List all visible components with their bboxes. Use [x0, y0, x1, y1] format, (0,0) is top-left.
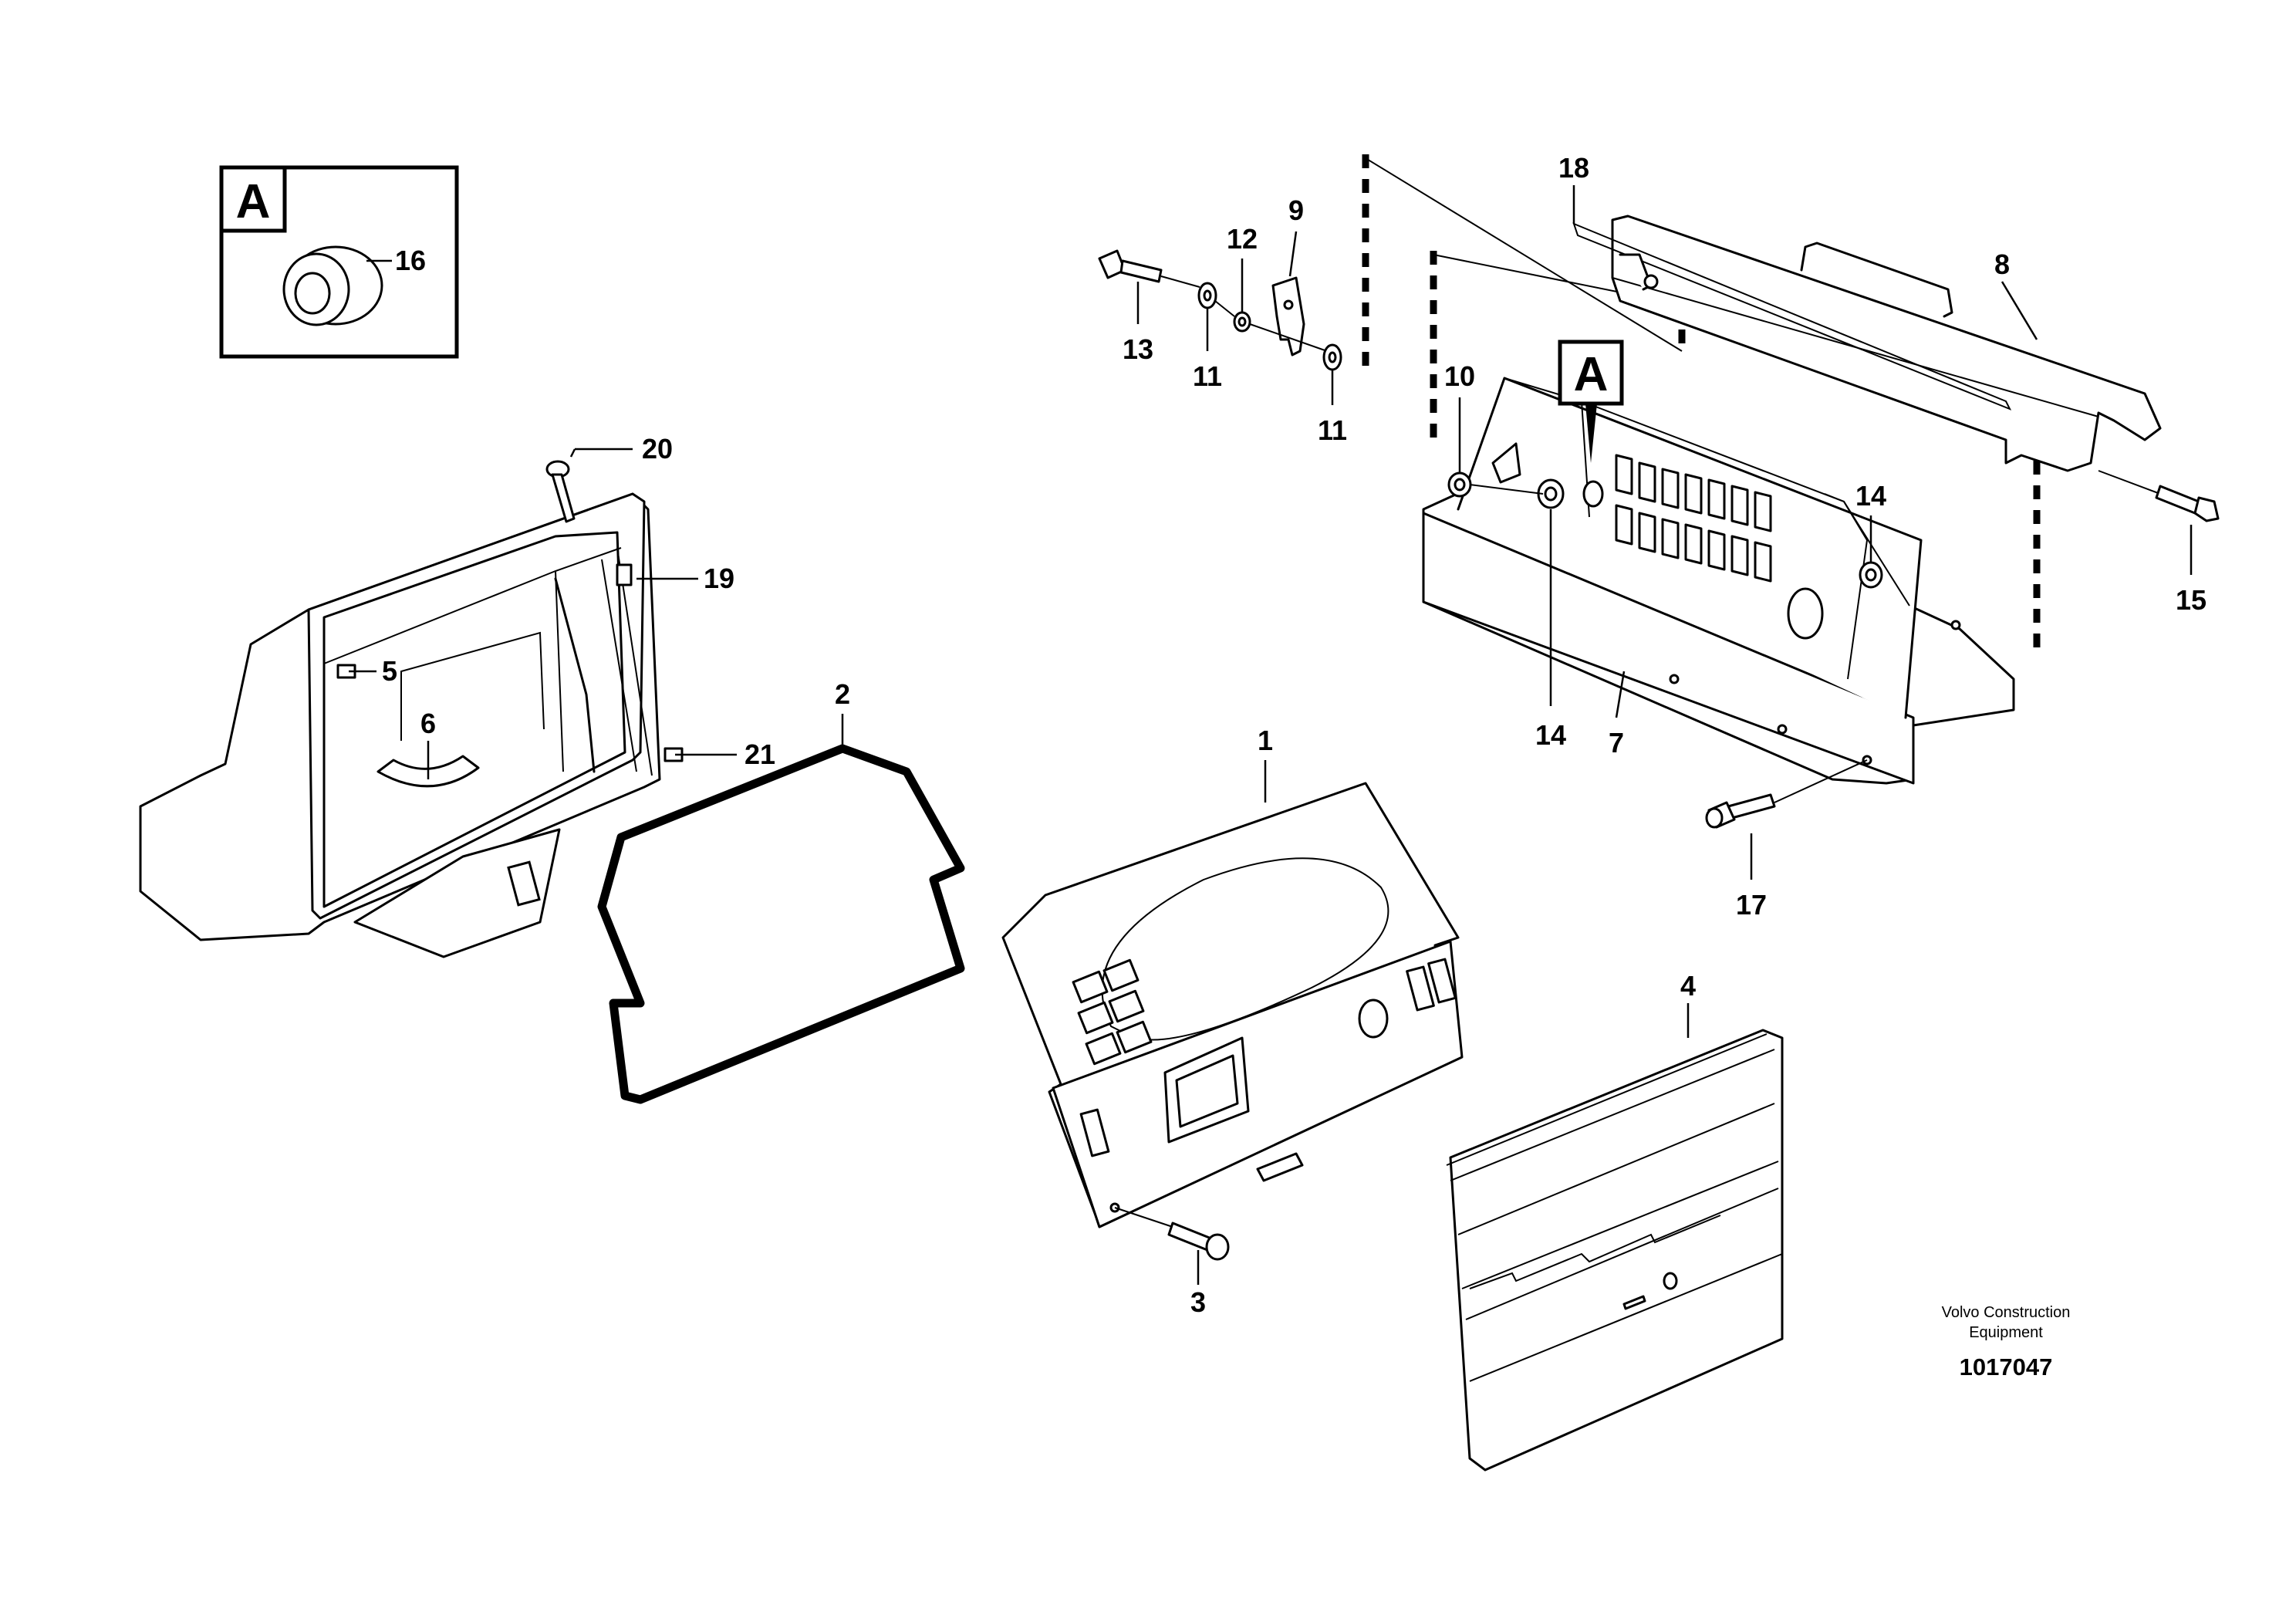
callout-11-right: 11 [1318, 414, 1347, 446]
callout-9: 9 [1288, 194, 1304, 226]
callout-3: 3 [1190, 1286, 1206, 1318]
callout-11-left: 11 [1193, 360, 1222, 392]
callout-13: 13 [1123, 333, 1153, 365]
callout-10: 10 [1444, 360, 1475, 392]
callout-19: 19 [704, 563, 734, 594]
dash-housing-6 [139, 492, 684, 958]
top-cover-8 [1572, 215, 2162, 472]
callout-7: 7 [1609, 727, 1624, 759]
callout-14-right: 14 [1855, 480, 1886, 512]
washer-11-left [1197, 282, 1217, 309]
bolt-13 [1098, 249, 1200, 288]
console-housing-7 [1422, 377, 2015, 785]
drawing-credit: Volvo Construction Equipment 1017047 [1882, 1303, 2129, 1383]
credit-line-1: Volvo Construction [1941, 1304, 2071, 1321]
bolt-15 [2098, 470, 2220, 522]
callout-8: 8 [1994, 248, 2010, 280]
callout-2: 2 [835, 678, 850, 710]
reference-a-marker: A [1558, 340, 1624, 463]
screw-20 [545, 460, 576, 523]
callout-21: 21 [745, 738, 775, 770]
callout-1: 1 [1258, 725, 1273, 756]
callout-4: 4 [1680, 970, 1696, 1002]
callout-18: 18 [1558, 152, 1589, 184]
callout-6: 6 [420, 708, 436, 739]
callout-15: 15 [2176, 584, 2207, 616]
drawing-number: 1017047 [1959, 1353, 2053, 1380]
bracket-9 [1249, 276, 1328, 357]
reference-label: A [1574, 348, 1609, 401]
nut-10 [1447, 471, 1544, 498]
callout-14-left: 14 [1535, 719, 1566, 751]
callout-12: 12 [1227, 223, 1258, 255]
callout-20: 20 [642, 433, 673, 465]
gasket-2 [597, 744, 965, 1104]
callout-17: 17 [1736, 889, 1767, 921]
grommet-16 [282, 245, 383, 326]
cover-plate-4 [1446, 1029, 1784, 1472]
nut-12 [1214, 300, 1251, 333]
bolt-17 [1705, 759, 1868, 829]
credit-line-2: Equipment [1969, 1324, 2043, 1341]
washer-11-right [1322, 343, 1342, 371]
instrument-panel-1 [1001, 782, 1464, 1228]
detail-box-label: A [236, 175, 271, 228]
screw-3 [1114, 1207, 1230, 1261]
callout-5: 5 [382, 655, 397, 687]
switch-grid [1615, 454, 1772, 583]
washer-14-right [1859, 561, 1883, 589]
detail-box-a: A 16 [219, 165, 459, 359]
callout-16: 16 [395, 245, 426, 276]
washer-14-left [1537, 478, 1565, 509]
